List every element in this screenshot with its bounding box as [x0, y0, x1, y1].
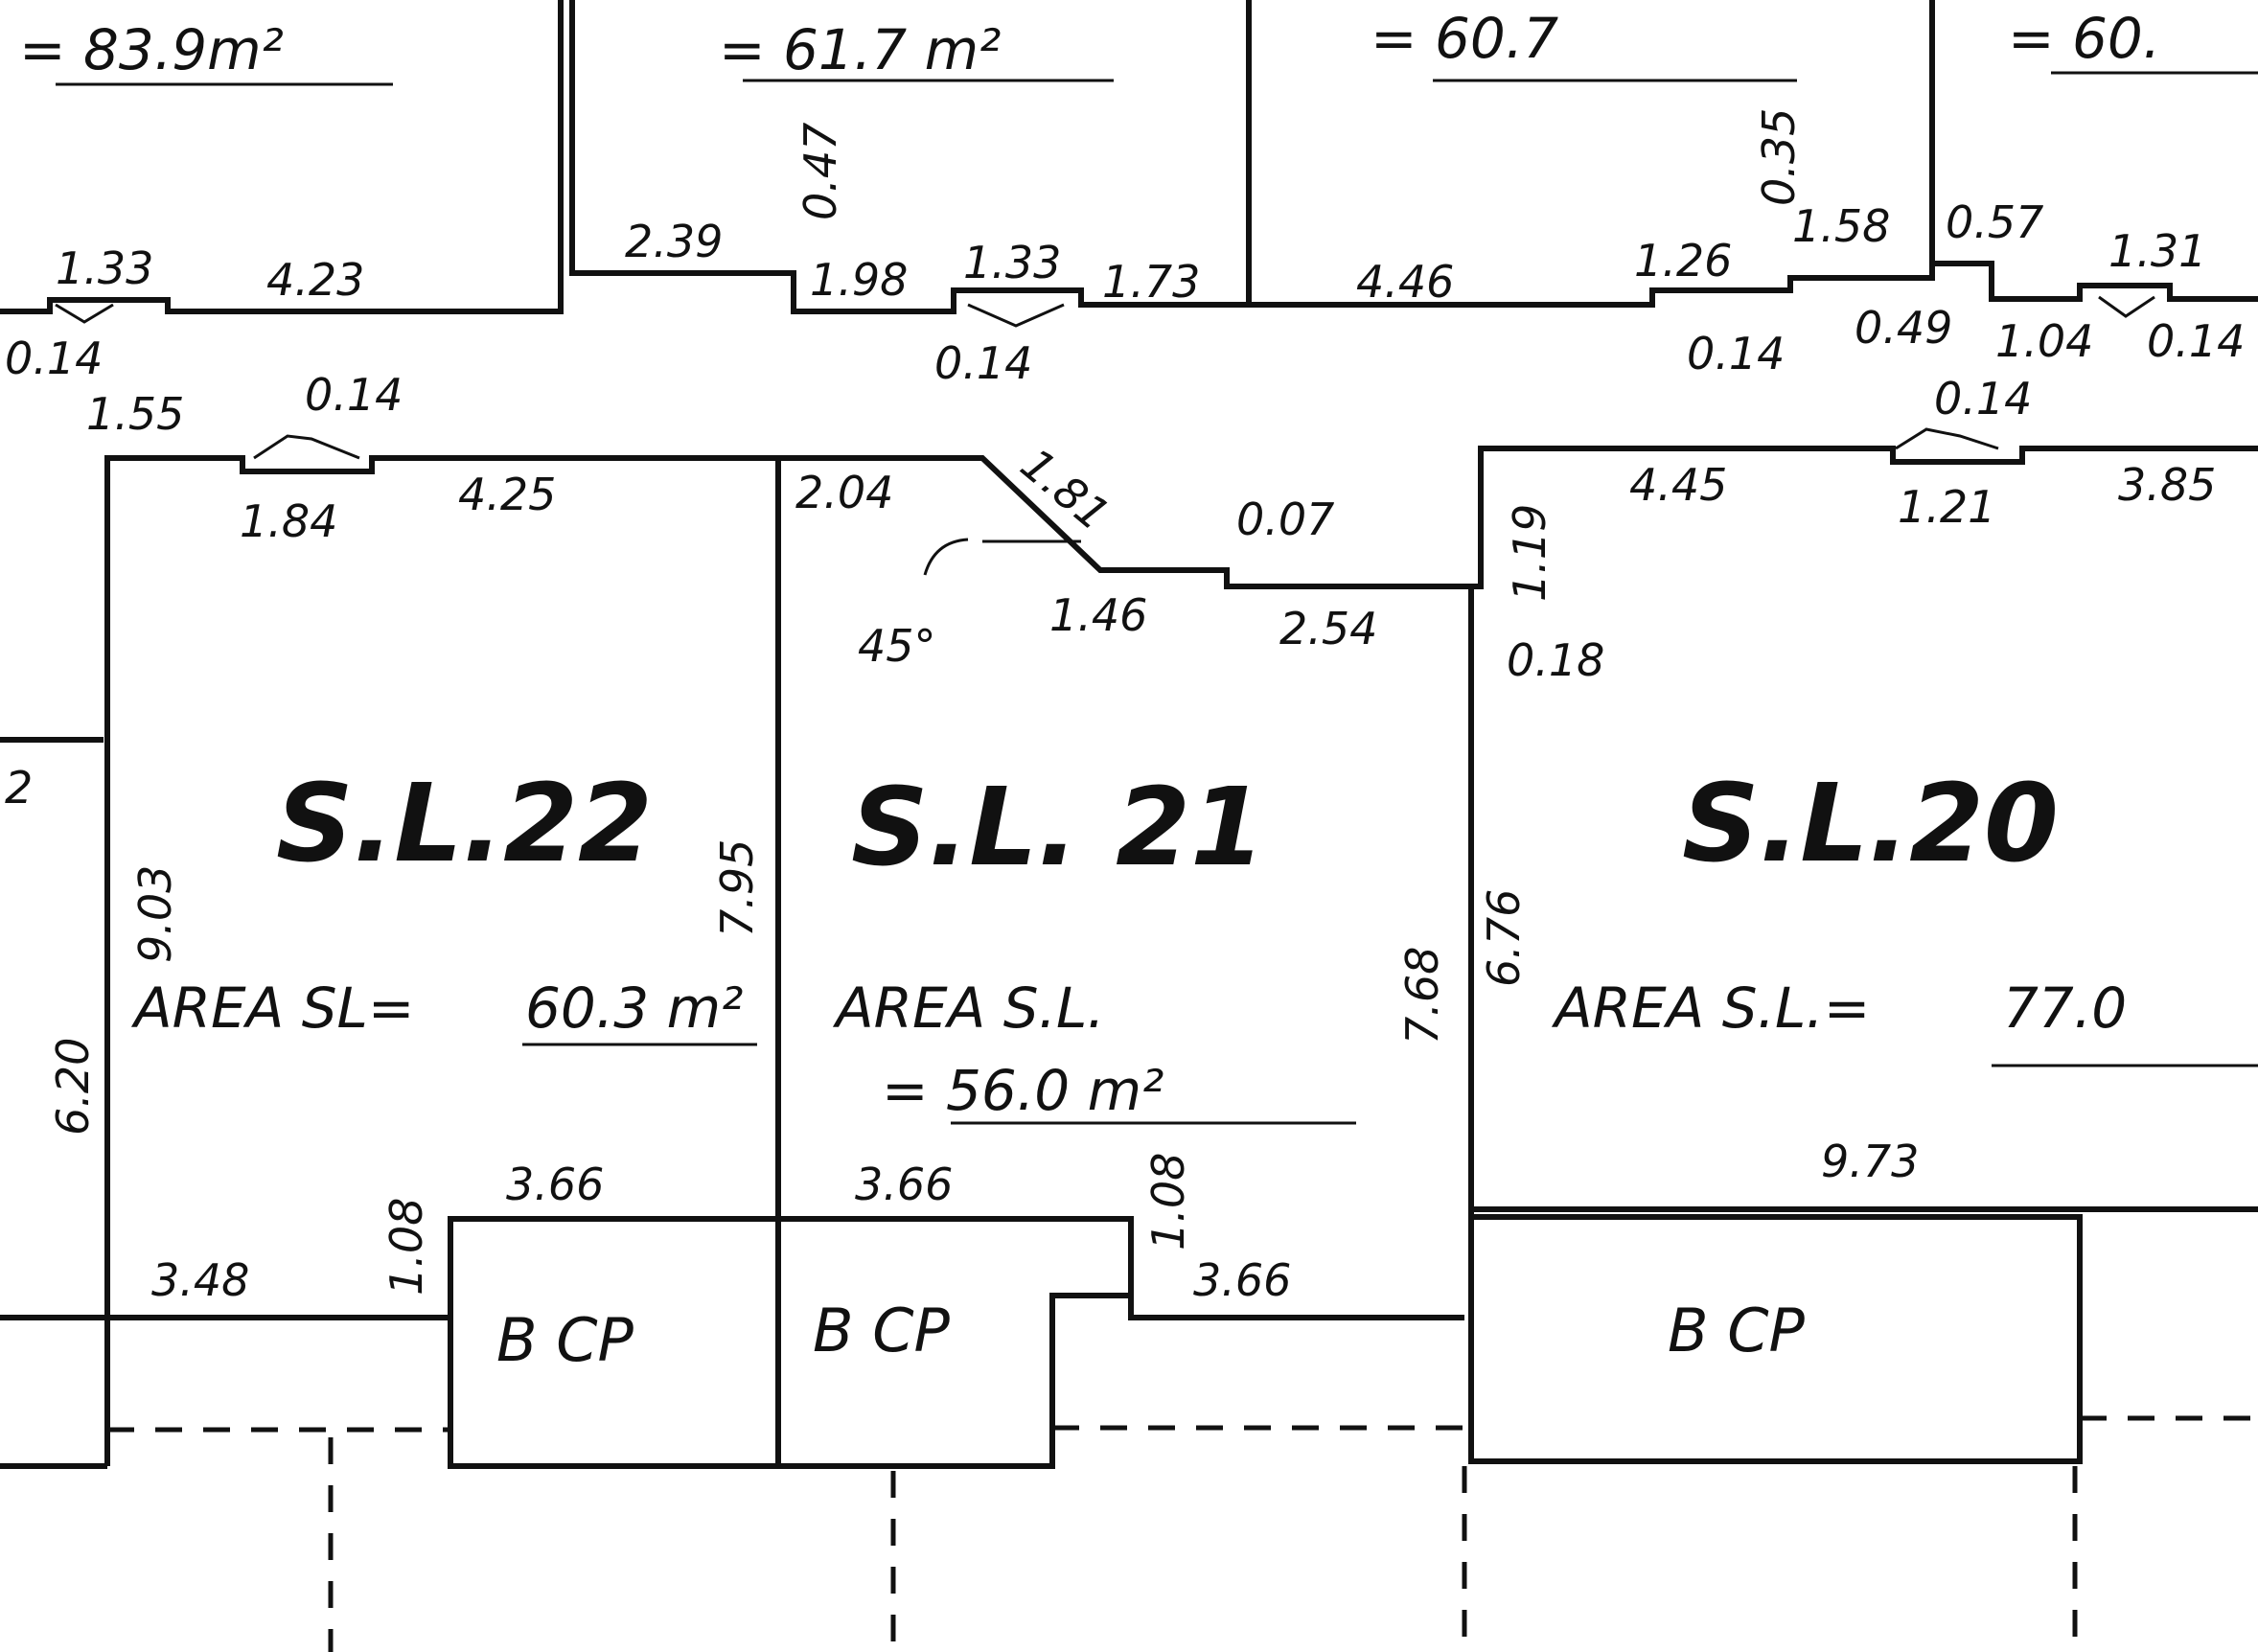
dim-label: 1.46: [1049, 589, 1147, 641]
carpark-label-1: B CP: [496, 1305, 634, 1375]
top-area-2: = 61.7 m²: [719, 17, 1001, 82]
dim-label: 1.19: [1504, 504, 1555, 602]
lot-id-sl22: S.L.22: [276, 762, 653, 886]
dim-label: 2.54: [1279, 603, 1377, 654]
dim-label: 0.14: [305, 369, 403, 421]
lot-id-sl21: S.L. 21: [851, 766, 1265, 890]
dim-label: 0.07: [1236, 493, 1334, 545]
lot-id-sl20: S.L.20: [1682, 762, 2059, 886]
dim-label: 2: [5, 762, 33, 814]
lot-area-value-sl22: 60.3 m²: [525, 975, 743, 1041]
dim-label: 0.14: [1687, 328, 1785, 379]
lot-area-value-sl21: = 56.0 m²: [882, 1058, 1164, 1123]
dim-label: 6.76: [1478, 889, 1530, 987]
dim-label: 4.45: [1629, 459, 1727, 511]
dim-label: 1.26: [1634, 235, 1732, 287]
dim-label: 1.21: [1898, 481, 1995, 533]
dim-label: 3.66: [855, 1159, 953, 1210]
dim-label: 0.14: [2147, 315, 2245, 367]
dim-label: 4.23: [266, 254, 364, 306]
carpark-outlines: [448, 1206, 2258, 1469]
dim-label: 4.25: [458, 469, 556, 520]
top-area-3: = 60.7: [1371, 6, 1558, 71]
dim-label: 0.49: [1855, 302, 1952, 354]
dim-label: 7.95: [711, 839, 763, 937]
dim-label: 1.73: [1102, 256, 1200, 308]
dim-label: 0.14: [934, 337, 1032, 389]
dim-label: 0.47: [795, 123, 846, 220]
dim-label: 1.58: [1792, 200, 1890, 252]
carpark-label-2: B CP: [813, 1296, 951, 1365]
dim-label: 3.66: [1193, 1254, 1291, 1306]
top-area-4: = 60.: [2008, 6, 2160, 71]
dim-label: 0.57: [1946, 196, 2043, 248]
dim-label: 1.33: [56, 242, 153, 294]
carpark-label-3: B CP: [1668, 1296, 1806, 1365]
lot-area-label-sl20: AREA S.L.=: [1551, 975, 1870, 1041]
lot-area-label-sl22: AREA SL=: [130, 975, 414, 1041]
dim-label: 1.04: [1995, 315, 2093, 367]
dim-label: 1.08: [1142, 1153, 1194, 1250]
area-underlines: [56, 71, 2258, 1125]
lot-area-label-sl21: AREA S.L.: [832, 975, 1105, 1041]
dim-label: 1.31: [2108, 225, 2206, 277]
dim-label: 3.48: [151, 1254, 249, 1306]
dim-label: 1.08: [380, 1198, 432, 1296]
dim-label: 6.20: [47, 1038, 99, 1136]
lot-area-value-sl20: 77.0: [2003, 975, 2127, 1041]
dim-label: 2.39: [625, 216, 723, 267]
dim-label: 1.81: [1011, 438, 1119, 540]
top-area-1: = 83.9m²: [19, 17, 284, 82]
dim-label: 3.66: [506, 1159, 604, 1210]
main-lot-boundaries: [0, 427, 2258, 1469]
dim-label: 1.33: [963, 237, 1061, 288]
dim-label: 2.04: [795, 467, 893, 518]
dim-label: 0.35: [1753, 108, 1805, 206]
dim-label: 1.55: [86, 388, 184, 440]
dim-label: 0.18: [1507, 634, 1604, 686]
dim-label: 3.85: [2118, 459, 2216, 511]
dim-label: 9.03: [129, 865, 181, 963]
dim-label: 9.73: [1821, 1136, 1919, 1187]
dim-label: 1.84: [240, 495, 337, 547]
dashed-boundary-lines: [107, 1415, 2258, 1652]
dim-label: 1.98: [810, 254, 908, 306]
dim-label: 7.68: [1396, 947, 1448, 1044]
dim-label: 0.14: [1934, 373, 2032, 424]
dim-label: 0.14: [5, 333, 103, 384]
dim-label: 4.46: [1356, 256, 1454, 308]
upper-lot-boundaries: [0, 0, 2258, 328]
dim-label: 45°: [858, 620, 936, 672]
